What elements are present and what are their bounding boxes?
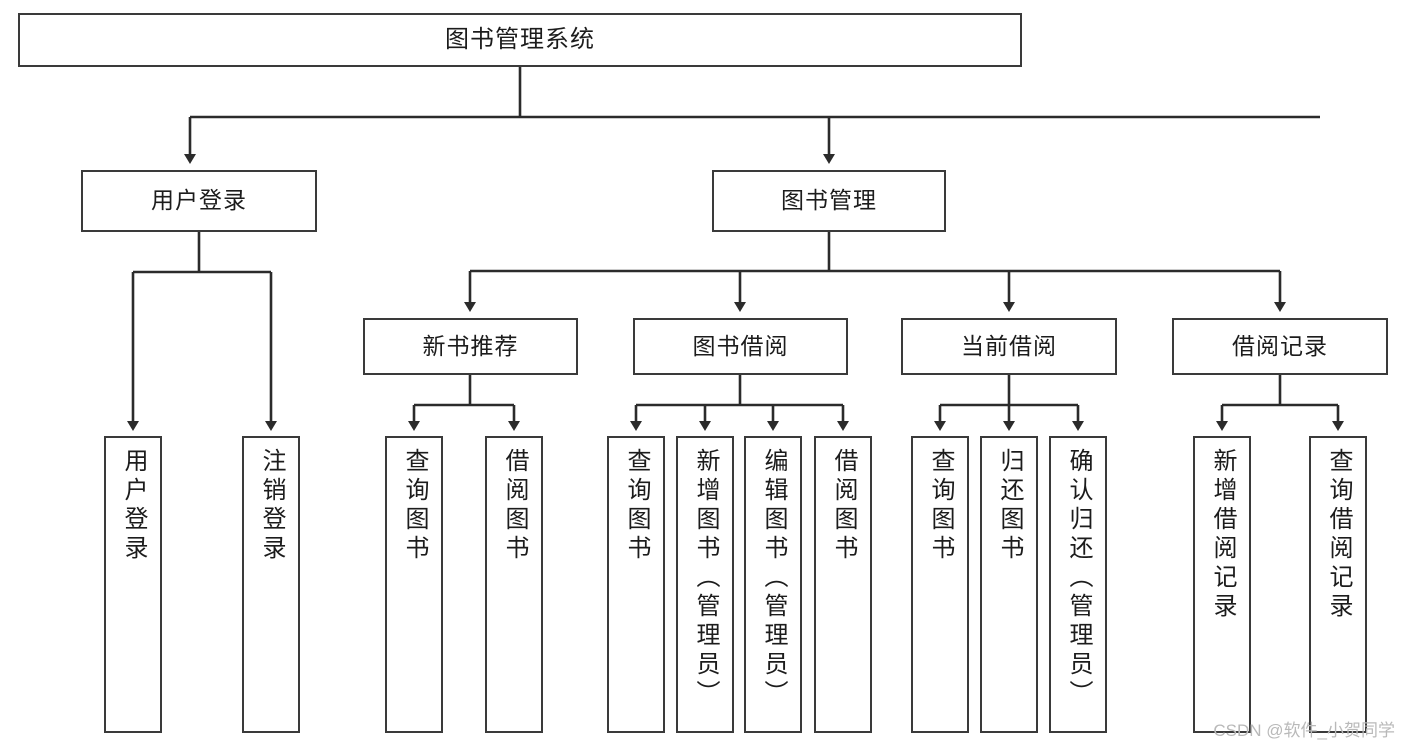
leaf-user-login[interactable]: 用户登录 [104, 436, 162, 733]
node-label: 查询图书 [623, 448, 650, 564]
node-new-book-recommend[interactable]: 新书推荐 [363, 318, 578, 375]
leaf-borrow-book-recommend[interactable]: 借阅图书 [485, 436, 543, 733]
leaf-query-borrow-record[interactable]: 查询借阅记录 [1309, 436, 1367, 733]
node-label: 注销登录 [258, 448, 285, 564]
node-label: 借阅记录 [1232, 332, 1328, 359]
node-label: 查询借阅记录 [1325, 448, 1352, 622]
node-label: 借阅图书 [830, 448, 857, 564]
node-root-library-management-system[interactable]: 图书管理系统 [18, 13, 1022, 67]
leaf-add-borrow-record[interactable]: 新增借阅记录 [1193, 436, 1251, 733]
node-label: 查询图书 [927, 448, 954, 564]
leaf-confirm-return-admin[interactable]: 确认归还（管理员） [1049, 436, 1107, 733]
node-current-borrow[interactable]: 当前借阅 [901, 318, 1117, 375]
node-label: 图书管理系统 [445, 25, 595, 53]
node-label: 用户登录 [120, 448, 147, 564]
leaf-add-book-admin[interactable]: 新增图书（管理员） [676, 436, 734, 733]
node-label: 用户登录 [151, 187, 247, 214]
leaf-edit-book-admin[interactable]: 编辑图书（管理员） [744, 436, 802, 733]
leaf-query-book-borrow[interactable]: 查询图书 [607, 436, 665, 733]
leaf-logout[interactable]: 注销登录 [242, 436, 300, 733]
node-label: 图书管理 [781, 187, 877, 214]
node-label: 编辑图书（管理员） [760, 448, 787, 709]
node-label: 当前借阅 [961, 332, 1057, 359]
node-label: 借阅图书 [501, 448, 528, 564]
csdn-watermark: CSDN @软件_小贺同学 [1213, 721, 1395, 740]
leaf-query-book-current[interactable]: 查询图书 [911, 436, 969, 733]
leaf-borrow-book[interactable]: 借阅图书 [814, 436, 872, 733]
node-book-borrow[interactable]: 图书借阅 [633, 318, 848, 375]
leaf-query-book-recommend[interactable]: 查询图书 [385, 436, 443, 733]
node-label: 新书推荐 [422, 332, 519, 359]
node-label: 新增借阅记录 [1209, 448, 1236, 622]
node-book-management[interactable]: 图书管理 [712, 170, 946, 232]
node-label: 图书借阅 [692, 332, 789, 359]
node-label: 归还图书 [996, 448, 1023, 564]
node-label: 查询图书 [401, 448, 428, 564]
node-label: 新增图书（管理员） [692, 448, 719, 709]
node-user-login[interactable]: 用户登录 [81, 170, 317, 232]
node-label: 确认归还（管理员） [1065, 448, 1092, 709]
node-borrow-record[interactable]: 借阅记录 [1172, 318, 1388, 375]
leaf-return-book[interactable]: 归还图书 [980, 436, 1038, 733]
